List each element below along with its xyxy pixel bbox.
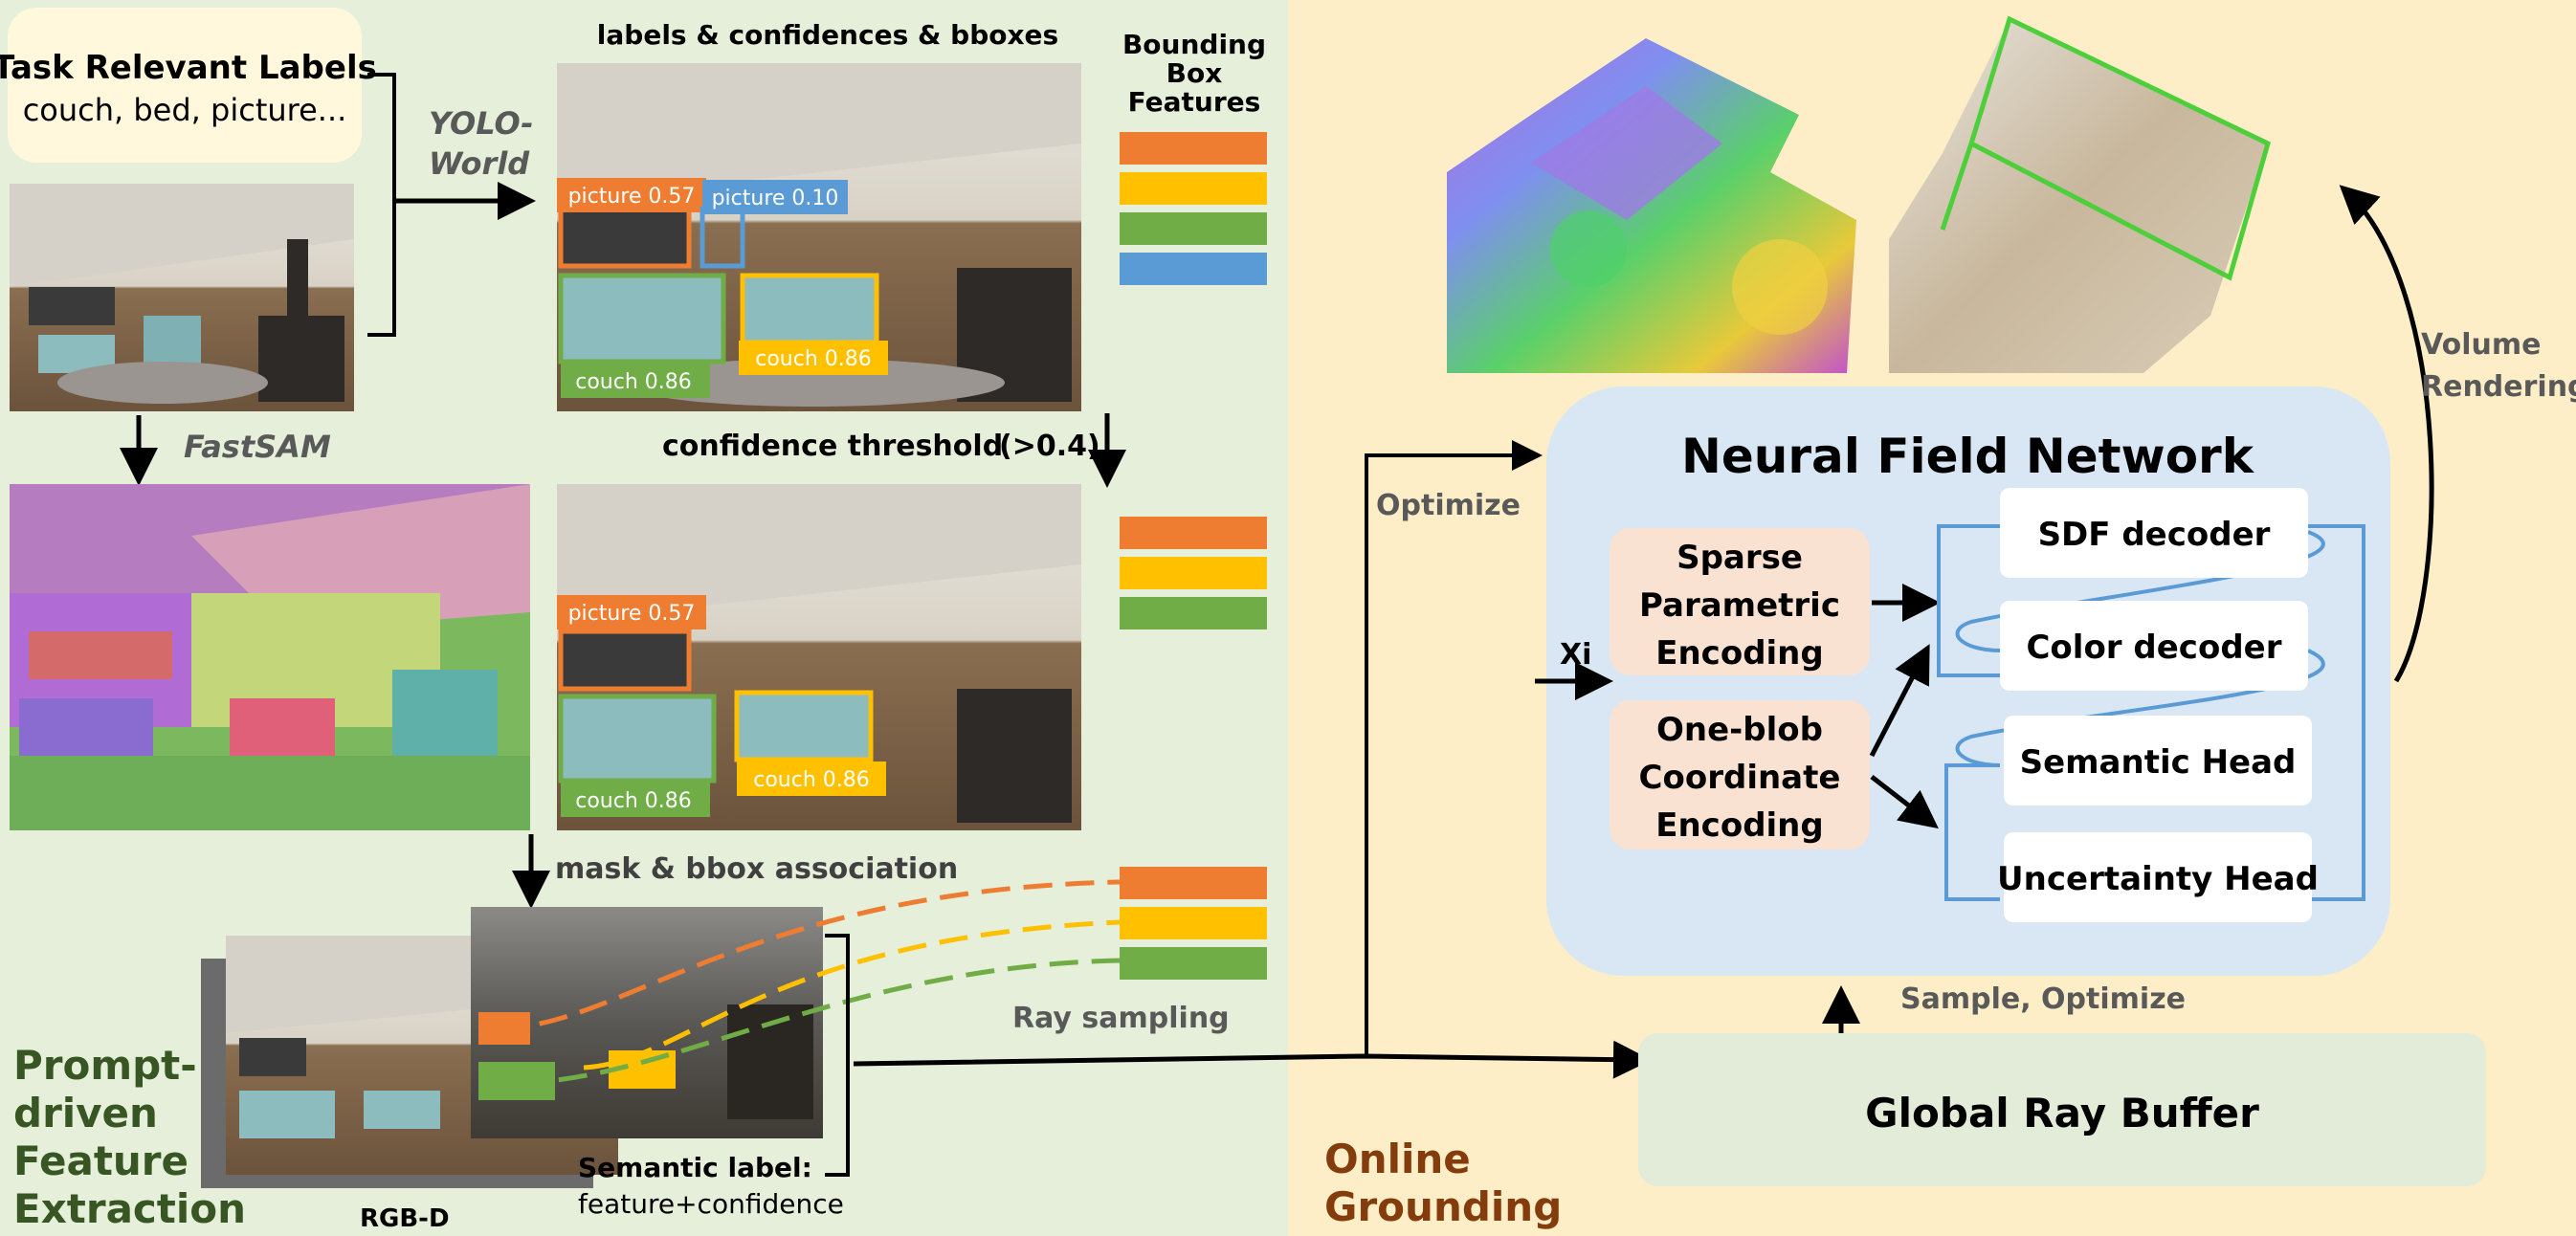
filtered-feature-orange: [1120, 517, 1267, 549]
detection-label-couch-green: couch 0.86: [575, 370, 692, 394]
rgbd-label: RGB-D: [360, 1204, 450, 1233]
detection-bbox-couch-yellow: couch 0.86: [739, 273, 888, 375]
semantic-label-2: feature+confidence: [578, 1188, 844, 1220]
filtered-bbox-couch-yellow: couch 0.86: [734, 690, 886, 796]
encoding-arrow-3: [1870, 775, 1939, 829]
detection-bbox-picture-low: picture 0.10: [700, 180, 848, 269]
ray-sampling-label: Ray sampling: [1012, 1002, 1230, 1035]
section-title-left-2: driven: [13, 1090, 158, 1137]
yolo-world-connector: YOLO- World: [367, 73, 536, 337]
uncertainty-head-label: Uncertainty Head: [1997, 860, 2319, 898]
detection-label-couch-yellow: couch 0.86: [755, 347, 872, 371]
task-labels-items: couch, bed, picture...: [23, 92, 347, 128]
encoding-arrow-2: [1869, 644, 1930, 758]
feature-extraction-title: Prompt- driven Feature Extraction: [13, 1042, 246, 1232]
bbox-features-title-3: Features: [1128, 86, 1261, 118]
section-title-right-2: Grounding: [1324, 1183, 1562, 1230]
ray-feature-green: [1120, 947, 1267, 980]
fastsam-segmentation-image: [10, 484, 530, 830]
feature-bar-blue: [1120, 253, 1267, 285]
neural-field-network: Neural Field Network Xi Sparse Parametri…: [1535, 386, 2390, 976]
input-rgb-image: [10, 184, 354, 411]
bbox-features-title-2: Box: [1166, 57, 1223, 89]
sampled-rays: [497, 879, 1121, 1086]
filtered-feature-green: [1120, 597, 1267, 629]
oneblob-encoding-line-3: Encoding: [1655, 806, 1823, 845]
sparse-parametric-encoding: Sparse Parametric Encoding: [1610, 528, 1870, 675]
confidence-threshold-label: confidence threshold: [662, 430, 1003, 463]
sparse-encoding-line-1: Sparse: [1677, 539, 1803, 577]
detection-label-picture-010: picture 0.10: [712, 187, 839, 210]
volume-rendering-label-2: Rendering: [2421, 370, 2576, 404]
filtered-label-couch-yellow: couch 0.86: [753, 768, 870, 792]
color-decoder-label: Color decoder: [2026, 629, 2281, 667]
semantic-head-label: Semantic Head: [2020, 743, 2297, 782]
rgbd-frame-stack: [201, 907, 823, 1188]
feature-bar-yellow: [1120, 172, 1267, 205]
section-title-right-1: Online: [1324, 1136, 1471, 1182]
detection-label-picture-057: picture 0.57: [568, 185, 696, 209]
feature-bar-green: [1120, 212, 1267, 245]
bbox-features: Bounding Box Features: [1120, 29, 1267, 285]
volume-rendering-label-1: Volume: [2421, 328, 2541, 362]
ray-feature-orange: [1120, 867, 1267, 899]
section-title-left-1: Prompt-: [13, 1042, 197, 1089]
filtered-feature-yellow: [1120, 557, 1267, 589]
semantic-bracket: [825, 934, 850, 1177]
filtered-label-picture: picture 0.57: [568, 602, 696, 626]
global-ray-buffer: Global Ray Buffer: [1638, 1033, 2486, 1186]
network-title: Neural Field Network: [1681, 429, 2255, 484]
flow-to-grounding: Optimize: [853, 440, 1652, 1079]
detection-bbox-picture: picture 0.57: [557, 178, 706, 269]
sample-optimize-label: Sample, Optimize: [1900, 982, 2186, 1016]
yolo-world-label-1: YOLO-: [429, 105, 534, 142]
task-labels-box: Task Relevant Labels couch, bed, picture…: [0, 8, 377, 163]
rgb-map-render: [1889, 15, 2271, 373]
one-blob-encoding: One-blob Coordinate Encoding: [1610, 700, 1870, 850]
threshold-value: (>0.4): [999, 430, 1100, 463]
fastsam-label: FastSAM: [184, 429, 331, 465]
ray-buffer-label: Global Ray Buffer: [1865, 1090, 2259, 1137]
bbox-features-title-1: Bounding: [1122, 29, 1266, 60]
sparse-encoding-line-3: Encoding: [1655, 634, 1823, 673]
ray-feature-yellow: [1120, 907, 1267, 939]
filtered-bbox-picture: picture 0.57: [557, 595, 706, 692]
sparse-encoding-line-2: Parametric: [1639, 586, 1840, 625]
semantic-head: Semantic Head: [2004, 716, 2312, 806]
feature-bar-orange: [1120, 132, 1267, 165]
filtered-label-couch-green: couch 0.86: [575, 789, 692, 813]
section-title-left-4: Extraction: [13, 1185, 246, 1232]
detection-bbox-couch-green: couch 0.86: [558, 273, 726, 398]
task-labels-title: Task Relevant Labels: [0, 49, 377, 87]
optimize-label: Optimize: [1376, 489, 1521, 522]
volume-rendering-arrow: [2339, 185, 2434, 683]
sdf-decoder: SDF decoder: [2000, 488, 2308, 578]
oneblob-encoding-line-2: Coordinate: [1639, 759, 1841, 797]
oneblob-encoding-line-1: One-blob: [1656, 711, 1823, 749]
semantic-label-1: Semantic label:: [578, 1152, 812, 1183]
input-symbol: Xi: [1560, 638, 1591, 672]
filtered-bbox-couch-green: couch 0.86: [558, 694, 717, 817]
color-decoder: Color decoder: [2000, 601, 2308, 691]
uncertainty-head: Uncertainty Head: [1997, 832, 2319, 922]
yolo-world-label-2: World: [429, 145, 530, 182]
detector-output-title: labels & confidences & bboxes: [597, 19, 1058, 51]
semantic-map-render: [1447, 38, 1856, 373]
section-title-left-3: Feature: [13, 1137, 189, 1184]
association-label: mask & bbox association: [555, 852, 958, 886]
sdf-decoder-label: SDF decoder: [2038, 516, 2271, 554]
